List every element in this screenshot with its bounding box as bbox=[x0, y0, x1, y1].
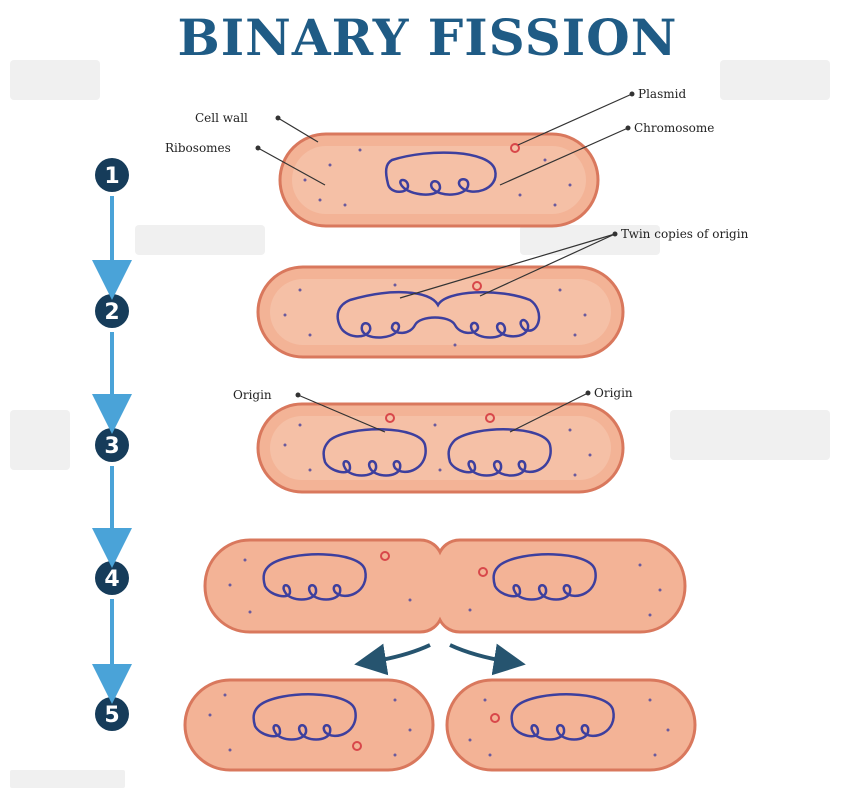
arrow-left-icon bbox=[370, 645, 430, 662]
step-1-marker: 1 bbox=[95, 158, 129, 192]
step-3-marker: 3 bbox=[95, 428, 129, 462]
label-chromosome: Chromosome bbox=[634, 121, 714, 135]
label-origin-right: Origin bbox=[594, 386, 633, 400]
label-plasmid: Plasmid bbox=[638, 87, 686, 101]
division-arrows bbox=[370, 645, 510, 662]
step-4-number: 4 bbox=[104, 567, 119, 592]
label-origin-left: Origin bbox=[233, 388, 272, 402]
arrow-right-icon bbox=[450, 645, 510, 662]
cell-stage-4 bbox=[205, 540, 685, 632]
step-5-number: 5 bbox=[104, 703, 119, 728]
label-twin-copies-of-origin: Twin copies of origin bbox=[621, 227, 749, 241]
cell-stage-2 bbox=[258, 267, 623, 357]
label-ribosomes: Ribosomes bbox=[165, 141, 231, 155]
cell-stage-1 bbox=[280, 134, 598, 226]
step-1-number: 1 bbox=[104, 164, 119, 189]
cell-stage-5-left bbox=[185, 680, 433, 770]
label-cell-wall: Cell wall bbox=[195, 111, 248, 125]
cell-stage-5-right bbox=[447, 680, 695, 770]
cell-stage-3 bbox=[258, 404, 623, 492]
step-2-number: 2 bbox=[104, 300, 119, 325]
step-4-marker: 4 bbox=[95, 561, 129, 595]
step-5-marker: 5 bbox=[95, 697, 129, 731]
step-2-marker: 2 bbox=[95, 294, 129, 328]
step-3-number: 3 bbox=[104, 434, 119, 459]
